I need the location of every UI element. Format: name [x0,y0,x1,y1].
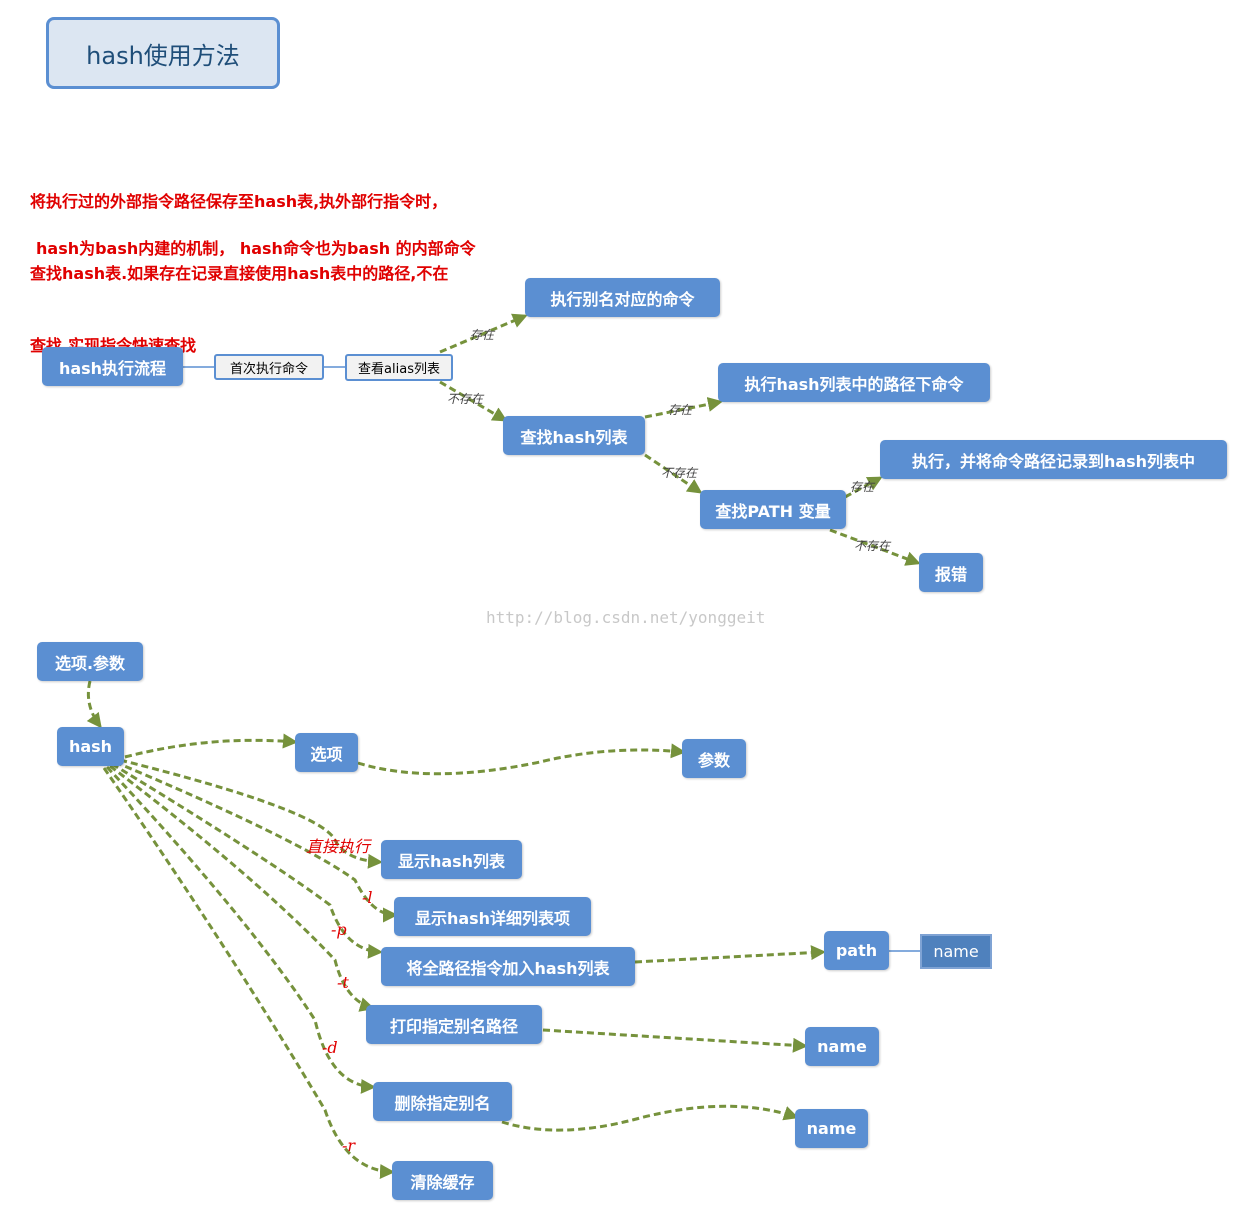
flow-node-alias-exec[interactable]: 执行别名对应的命令 [525,278,720,317]
flow-step-first-exec[interactable]: 首次执行命令 [214,354,324,380]
t-arg-name[interactable]: name [805,1027,879,1066]
page-title: hash使用方法 [46,17,280,89]
edge-alias-not-exists [439,380,508,422]
flag-p: -p [331,920,347,939]
edge-path-not-exists [829,528,921,566]
item-delete-alias[interactable]: 删除指定别名 [373,1082,512,1121]
edge-p-path [634,945,826,964]
description-line-2: 查找hash表.如果存在记录直接使用hash表中的路径,不在 [30,264,449,283]
edge-hash-r [102,767,395,1179]
item-add-full-path[interactable]: 将全路径指令加入hash列表 [381,947,635,986]
flag-l: -l [362,888,373,907]
bash-note: hash为bash内建的机制， hash命令也为bash 的内部命令 [36,239,476,258]
label-hash-not-exists: 不存在 [661,466,698,480]
flow-node-find-hash[interactable]: 查找hash列表 [503,416,645,455]
flow-node-find-path[interactable]: 查找PATH 变量 [700,490,846,529]
flow-node-path-exec[interactable]: 执行，并将命令路径记录到hash列表中 [880,440,1227,479]
label-hash-exists: 存在 [668,403,693,417]
param-node[interactable]: 参数 [682,739,746,778]
edge-hash-exists [644,396,723,419]
edge-d-name [501,1104,799,1132]
edge-hash-option [124,733,298,759]
flag-d: -d [322,1038,338,1057]
edge-root-hash [86,680,102,729]
edge-option-param [357,743,686,776]
p-arg-path[interactable]: path [824,931,889,970]
flow-node-error[interactable]: 报错 [919,553,983,592]
flow-node-hash-exec[interactable]: 执行hash列表中的路径下命令 [718,363,990,402]
d-arg-name[interactable]: name [795,1109,868,1148]
label-path-exists: 存在 [850,480,875,494]
edge-alias-exists [439,313,528,354]
watermark: http://blog.csdn.net/yonggeit [486,608,766,627]
description: 将执行过的外部指令路径保存至hash表,执外部行指令时， 查找hash表.如果存… [30,142,448,382]
edge-hash-d [105,765,376,1094]
edge-hash-l [114,760,398,923]
label-alias-not-exists: 不存在 [447,392,484,406]
flow-step-check-alias[interactable]: 查看alias列表 [345,354,453,381]
hash-node[interactable]: hash [57,727,124,766]
edge-hash-direct [119,758,383,869]
description-line-1: 将执行过的外部指令路径保存至hash表,执外部行指令时， [30,192,448,211]
flag-direct: 直接执行 [306,837,371,856]
edge-hash-not-exists [644,453,703,494]
item-print-alias-path[interactable]: 打印指定别名路径 [366,1005,542,1044]
item-clear-cache[interactable]: 清除缓存 [392,1161,493,1200]
options-root-node[interactable]: 选项.参数 [37,642,143,681]
item-show-hash-list[interactable]: 显示hash列表 [381,840,522,879]
edge-t-name [542,1028,808,1053]
edge-hash-p [111,762,383,959]
label-path-not-exists: 不存在 [854,539,891,553]
item-show-hash-detail[interactable]: 显示hash详细列表项 [394,897,591,936]
edge-path-exists [844,476,883,499]
flag-r: -r [342,1136,356,1155]
edge-hash-t [109,764,375,1012]
label-alias-exists: 存在 [470,328,495,342]
option-node[interactable]: 选项 [295,733,358,772]
flow-root-node[interactable]: hash执行流程 [42,347,183,386]
p-arg-name[interactable]: name [920,934,992,969]
flag-t: -t [337,973,349,992]
